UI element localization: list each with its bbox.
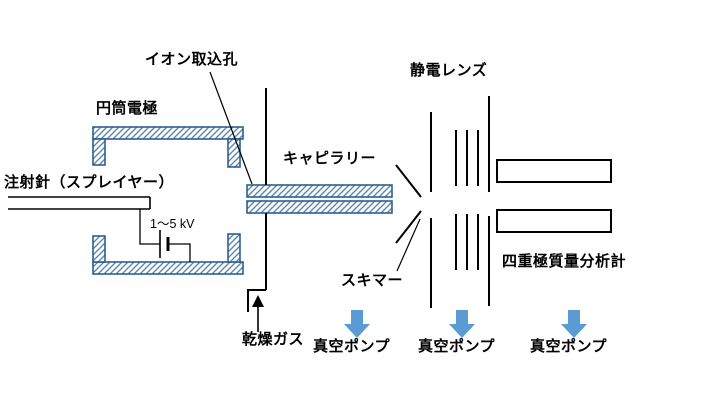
label-needle: 注射針（スプレイヤー）	[4, 174, 175, 191]
down-arrow-icon-2	[449, 310, 475, 338]
label-drying-gas: 乾燥ガス	[242, 331, 305, 348]
label-vacuum-pump-3: 真空ポンプ	[530, 338, 608, 355]
hv-wire-left	[139, 209, 160, 245]
vacuum-pump-arrows	[344, 310, 587, 338]
quadrupole-rod-bottom	[496, 209, 612, 233]
label-skimmer: スキマー	[341, 272, 404, 289]
spray-needle	[8, 196, 151, 210]
down-arrow-icon-3	[561, 310, 587, 338]
hv-wire-right	[168, 243, 191, 262]
skimmer-cone-bottom	[395, 210, 422, 244]
label-voltage: 1～5 kV	[150, 217, 195, 231]
label-ion-inlet: イオン取込孔	[145, 51, 239, 68]
down-arrow-icon-1	[344, 310, 370, 338]
hatched-parts	[92, 126, 393, 275]
label-electrostatic-lens: 静電レンズ	[410, 62, 488, 79]
ion-inlet-leader-line	[209, 71, 253, 185]
spray-needle-outline	[8, 196, 151, 210]
cylindrical-electrode-bottom-bar	[92, 261, 244, 275]
cylindrical-electrode-top-right-stub	[227, 138, 241, 168]
drying-gas-inlet-step	[247, 289, 266, 312]
cylindrical-electrode-top-bar	[92, 126, 244, 140]
cylindrical-electrode-top-left-stub	[92, 138, 106, 166]
quadrupole-rod-top	[496, 159, 612, 183]
line-work	[8, 71, 612, 332]
cylindrical-electrode-bottom-right-stub	[227, 233, 241, 263]
label-vacuum-pump-1: 真空ポンプ	[313, 338, 391, 355]
cylindrical-electrode-bottom-left-stub	[92, 235, 106, 263]
label-quadrupole: 四重極質量分析計	[502, 253, 627, 270]
up-arrow-icon	[252, 295, 264, 307]
capillary-top-wall	[246, 184, 393, 198]
skimmer-leader-line	[396, 218, 421, 272]
skimmer-cone-top	[395, 164, 422, 198]
label-vacuum-pump-2: 真空ポンプ	[418, 338, 496, 355]
label-capillary: キャピラリー	[283, 150, 377, 167]
label-cylindrical-electrode: 円筒電極	[96, 100, 159, 117]
capillary-bottom-wall	[246, 200, 393, 214]
